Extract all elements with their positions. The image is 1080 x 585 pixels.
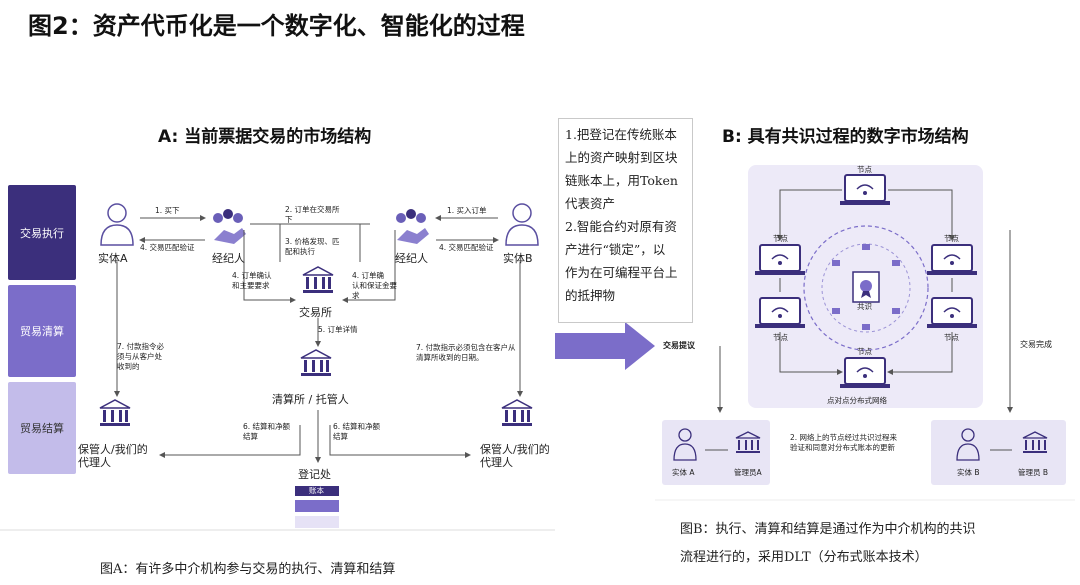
step-settle-right-2: 结算	[333, 432, 348, 441]
step-confirm-right-2: 认和保证金要	[352, 281, 397, 290]
step-payment-left-1: 7. 付款指令必	[117, 342, 165, 351]
step-payment-right-2: 清算所收到的日期。	[416, 353, 484, 362]
bank-icon	[501, 399, 533, 426]
consensus-document-icon	[852, 271, 880, 303]
step-order-details: 5. 订单详情	[318, 325, 358, 334]
manager-b-label: 管理员 B	[1018, 468, 1049, 477]
broker-icon	[396, 209, 429, 244]
transaction-arrow	[555, 322, 655, 370]
panel-a-title: A: 当前票据交易的市场结构	[158, 127, 372, 147]
node-label-right-lower: 节点	[944, 333, 959, 342]
note-line: 上的资产映射到区块	[565, 150, 678, 165]
node-label-right-upper: 节点	[944, 234, 959, 243]
note-line: 代表资产	[565, 196, 616, 211]
entity-b-label: 实体B	[503, 252, 533, 265]
step-payment-left-2: 须与从客户处	[117, 352, 162, 361]
bank-icon	[735, 431, 761, 453]
transaction-proposal-label: 交易提议	[663, 341, 695, 350]
laptop-node-icon	[840, 357, 890, 388]
laptop-node-icon	[927, 297, 977, 328]
entity-a-b-label: 实体 A	[672, 468, 695, 477]
consensus-label: 共识	[857, 302, 872, 311]
step-price-discovery-1: 3. 价格发现、匹	[285, 237, 340, 246]
lane-trade-clearing: 贸易清算	[8, 285, 76, 377]
ledger-block	[295, 500, 339, 512]
note-line: 1.把登记在传统账本	[565, 127, 677, 142]
lane-trade-execution: 交易执行	[8, 185, 76, 280]
broker-left-label: 经纪人	[212, 252, 245, 265]
exchange-label: 交易所	[299, 306, 332, 319]
step-payment-right-1: 7. 付款指示必须包含在客户从	[416, 343, 516, 352]
update-text-2: 验证和同意对分布式账本的更新	[790, 443, 895, 452]
entity-a-box	[662, 420, 770, 485]
step-confirm-left-2: 和主要要求	[232, 281, 270, 290]
person-icon	[673, 428, 697, 461]
lane-trade-settlement: 贸易结算	[8, 382, 76, 474]
clearing-label: 清算所 / 托管人	[272, 393, 349, 406]
ledger-block	[295, 516, 339, 528]
tokenization-note: 1.把登记在传统账本 上的资产映射到区块 链账本上，用Token 代表资产 2.…	[558, 118, 693, 323]
page-title: 图2：资产代币化是一个数字化、智能化的过程	[28, 12, 525, 40]
step-payment-left-3: 收到的	[117, 362, 140, 371]
note-line: 2.智能合约对原有资	[565, 219, 677, 234]
step-buy: 1. 买下	[155, 206, 180, 215]
step-settle-right-1: 6. 结算和净额	[333, 422, 381, 431]
bank-icon	[1022, 431, 1048, 453]
laptop-node-icon	[755, 297, 805, 328]
node-label-left-lower: 节点	[773, 333, 788, 342]
custodian-left-label-1: 保管人/我们的	[78, 443, 148, 456]
step-confirm-right-1: 4. 订单确	[352, 271, 385, 280]
laptop-node-icon	[927, 244, 977, 275]
custodian-right-label-1: 保管人/我们的	[480, 443, 550, 456]
bank-icon	[302, 266, 334, 293]
step-confirm-left-1: 4. 订单确认	[232, 271, 272, 280]
laptop-node-icon	[755, 244, 805, 275]
caption-b-line-1: 图B：执行、清算和结算是通过作为中介机构的共识	[680, 522, 976, 537]
node-label-left-upper: 节点	[773, 234, 788, 243]
transaction-complete-label: 交易完成	[1020, 340, 1052, 349]
step-order-exchange-1: 2. 订单在交易所	[285, 205, 340, 214]
broker-icon	[213, 209, 246, 244]
note-line: 产进行“锁定”，以	[565, 242, 666, 257]
custodian-left-label-2: 代理人	[78, 456, 111, 469]
manager-a-label: 管理员A	[734, 468, 762, 477]
p2p-network-label: 点对点分布式网络	[827, 396, 887, 405]
panel-b-title: B: 具有共识过程的数字市场结构	[722, 127, 969, 147]
step-order-exchange-2: 下	[285, 215, 293, 224]
note-line: 链账本上，用Token	[565, 173, 678, 188]
entity-a-label: 实体A	[98, 252, 128, 265]
person-icon	[100, 203, 134, 246]
registry-label: 登记处	[298, 468, 331, 481]
note-line: 作为在可编程平台上	[565, 265, 678, 280]
entity-b-b-label: 实体 B	[957, 468, 980, 477]
caption-a: 图A：有许多中介机构参与交易的执行、清算和结算	[100, 562, 396, 577]
bank-icon	[300, 349, 332, 376]
update-text-1: 2. 网络上的节点经过共识过程来	[790, 433, 898, 442]
laptop-node-icon	[840, 174, 890, 205]
step-buy-order: 1. 买入订单	[447, 206, 487, 215]
step-match-left: 4. 交易匹配验证	[140, 243, 195, 252]
ledger-block	[295, 486, 339, 496]
step-settle-left-1: 6. 结算和净额	[243, 422, 291, 431]
broker-right-label: 经纪人	[395, 252, 428, 265]
step-settle-left-2: 结算	[243, 432, 258, 441]
entity-b-box	[931, 420, 1066, 485]
person-icon	[956, 428, 980, 461]
caption-b-line-2: 流程进行的，采用DLT（分布式账本技术）	[680, 550, 928, 565]
bank-icon	[99, 399, 131, 426]
person-icon	[505, 203, 539, 246]
step-confirm-right-3: 求	[352, 291, 360, 300]
node-label-bottom: 节点	[857, 347, 872, 356]
ledger-label: 账本	[309, 486, 324, 495]
step-match-right: 4. 交易匹配验证	[439, 243, 494, 252]
node-label-top: 节点	[857, 165, 872, 174]
step-price-discovery-2: 配和执行	[285, 247, 315, 256]
custodian-right-label-2: 代理人	[480, 456, 513, 469]
note-line: 的抵押物	[565, 288, 616, 303]
